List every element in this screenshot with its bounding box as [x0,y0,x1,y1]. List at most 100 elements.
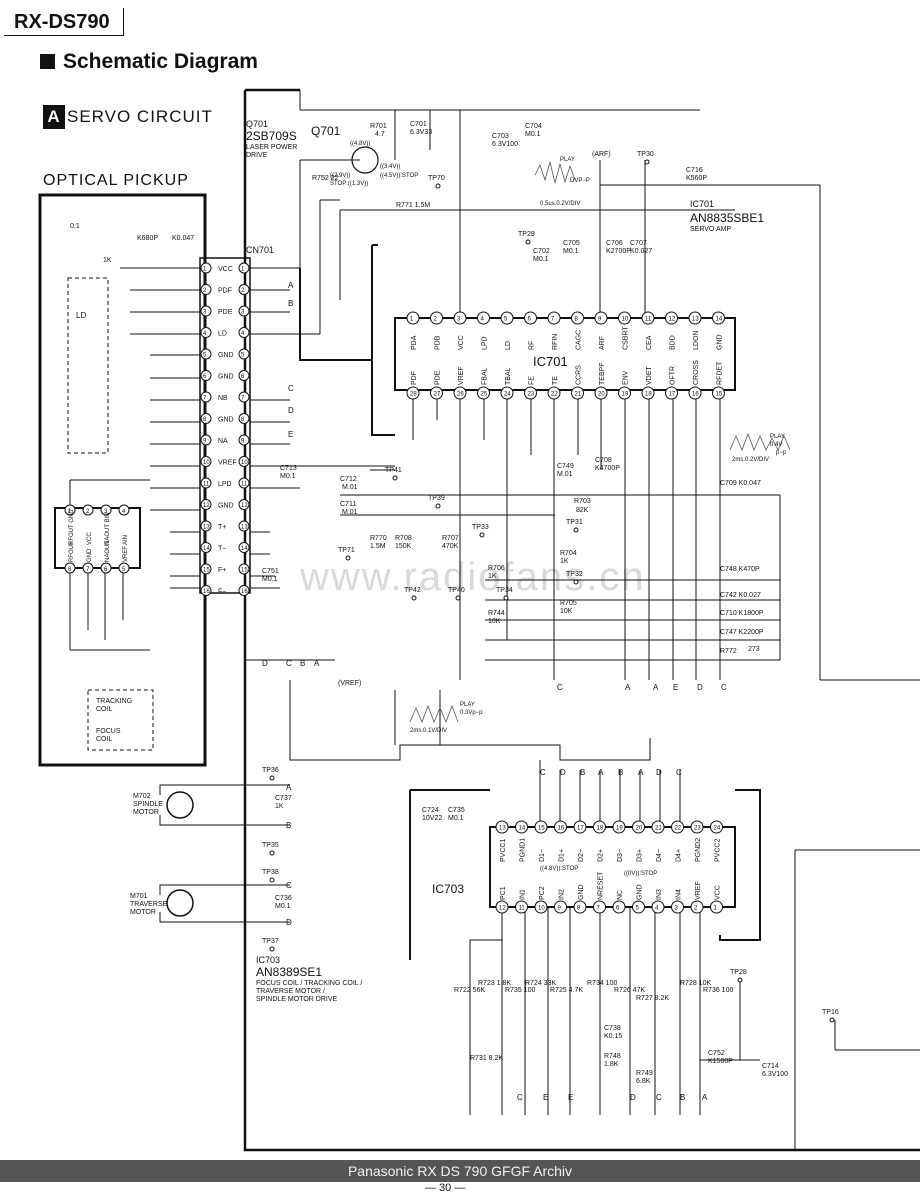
ic701-bot-pin [500,386,514,400]
page-number: — 30 — [425,1182,466,1194]
pickup-ic-pin-number: 5 [122,567,126,573]
ic701-bot-pin-label: PDE [435,370,442,385]
ic703-top-pin-label: PGND2 [695,838,702,862]
spindle-motor [166,791,194,819]
ic701-bot-pin-number: 24 [504,392,511,398]
ic701-bot-pin-label: CROSS [693,360,700,385]
ic701-bot-pin [688,386,702,400]
ic703-desc1: FOCUS COIL / TRACKING COIL / [256,980,362,987]
ic701-bot-pin [571,386,584,400]
c711-ref: C711 [340,501,356,508]
ic703-bot-pin-number: 5 [636,906,640,912]
test-point-marker [479,532,485,538]
c738-ref: C738 [604,1025,621,1032]
ic703-bot-pin-label: GND [578,884,585,900]
cn701-pin-label: GND [218,503,234,510]
r728-label: R728 10K [680,980,711,987]
ic701-top-pin-label: PDB [435,335,442,350]
bullet-square-icon [40,54,55,69]
q701-name: Q701 [311,124,341,138]
pickup-ic-pin [100,504,112,516]
q701-volt3: STOP:((1.3V)) [330,181,368,187]
cn701-pin-number: 14 [241,546,248,552]
cn701-pin-left [200,284,212,295]
ic703-top-pin [632,820,645,834]
cn701-pin-number: 3 [241,310,245,316]
ic701-top-pin-number: 13 [692,317,699,323]
test-point-marker [269,877,275,883]
m701-label2: MOTOR [130,909,156,916]
m702-label2: MOTOR [133,809,159,816]
ic701-top-pin-label: RFIN [552,334,559,350]
cn701-pin-number: 7 [241,396,245,402]
ic703-bot-pin-number: 2 [694,906,698,912]
cn701-pin-number: 8 [203,417,207,423]
cn701-pin-label: GND [218,352,234,359]
ic703-bot-pin-label: VREF [695,881,702,900]
cn701-pin-left [200,542,212,553]
test-point-marker [503,595,509,601]
ic701-top-pin-number: 11 [645,317,652,323]
ic701-top-pin-number: 14 [716,317,723,323]
test-point-label: TP32 [566,571,583,578]
pickup-ic-pin-number: 4 [122,509,126,515]
ic703-bot-pin-label: NRESET [598,871,605,900]
ic701-bot-pin-number: 27 [434,392,441,398]
bus-letter: A [653,683,659,692]
ic703-bot-pin-label: IN3 [656,889,663,900]
bus-letter: D [656,768,662,777]
pickup-ic-pin-label: RFOUT [69,541,75,562]
ic701-top-pin-number: 12 [669,317,676,323]
r703-value: 82K [576,507,589,514]
bus-letter: C [540,768,546,777]
ic703-drops [469,760,760,1115]
r770-value: 1.5M [370,543,386,550]
ic701-bot-pin-label: CCRS [576,365,583,385]
ic703-bot-pin [554,900,567,914]
r735-label: R735 100 [505,987,535,994]
test-point-label: TP33 [472,524,489,531]
r704-ref: R704 [560,550,577,557]
c749-value: M.01 [557,471,573,478]
ic701-bot-pin-label: FBAL [482,367,489,385]
cn701-pin-number: 11 [203,482,210,488]
bus-letter: B [300,659,305,668]
ic701-bot-pin-number: 25 [481,392,488,398]
bus-letter: D [630,1093,636,1102]
test-point-marker [525,239,531,245]
cn701-pin-number: 10 [203,460,210,466]
ic703-bot-pin-number: 9 [558,906,562,912]
ic701-body-label: IC701 [533,354,568,369]
r771-ref: R771 1.5M [396,202,430,209]
cn701-pin-number: 14 [203,546,210,552]
ic703-bot-pin-number: 8 [577,906,581,912]
cn701-pin-label: T+ [218,524,226,531]
vref-label: (VREF) [338,680,361,687]
test-point-marker [573,527,579,533]
rfdet-pp-label: p−p [776,450,787,456]
bus-letter: C [721,683,727,692]
cn701-pin-left [200,456,212,467]
ic701-bot-pin-label: VREF [458,366,465,385]
ic701-bot-pin-label: PDF [411,371,418,385]
q701-transistor [351,146,379,174]
pickup-ic-pin-number: 2 [86,509,90,515]
cn701-pin-right [238,585,250,596]
ic703-top-pin-number: 21 [655,826,662,832]
cn701-pin-number: 8 [241,417,245,423]
c735-ref: C735 [448,807,465,814]
ic703-top-pin-number: 19 [616,826,623,832]
ic703-top-pin-label: D2− [578,849,585,862]
c738-value: K0.15 [604,1033,622,1040]
cn701-pin-number: 6 [241,374,245,380]
bus-letter: E [673,683,678,692]
ic701-top-pin-label: LPD [482,336,489,350]
cn701-pin-left [200,585,212,596]
ic701-top-pin [430,311,443,325]
test-point-label: TP37 [262,938,279,945]
ic703-top-pin-number: 15 [538,826,545,832]
ic701-top-pin [618,311,631,325]
